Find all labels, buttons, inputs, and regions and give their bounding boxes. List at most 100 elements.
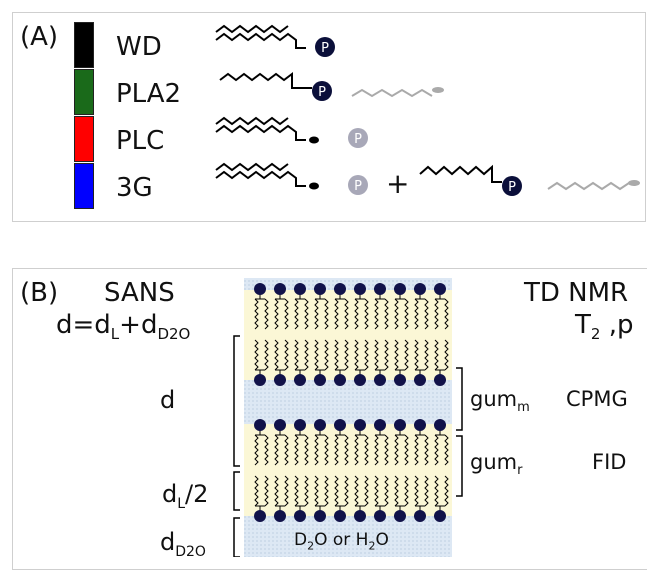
swatch-pla2 [74,69,94,115]
pla2-phosphate-text: P [318,85,326,100]
sans-title: SANS [104,278,175,308]
lower-inner-leaflet-tail-5-1 [364,475,369,507]
lower-inner-leaflet-tail-4-0 [334,475,339,507]
upper-inner-leaflet-headgroup-8 [414,374,426,386]
upper-outer-leaflet-headgroup-1 [274,283,286,295]
3g-free-phosphate [348,175,368,195]
upper-outer-leaflet-tail-3-1 [324,298,329,330]
row-label-3g: 3G [116,173,153,203]
lower-inner-leaflet-tail-3-0 [314,475,319,507]
pla2-free-fatty-acid [351,88,433,98]
upper-inner-leaflet-headgroup-3 [314,374,326,386]
upper-outer-leaflet-headgroup-4 [334,283,346,295]
plc-free-phosphate [348,128,368,148]
upper-outer-leaflet-tail-6-0 [374,298,379,330]
lower-inner-leaflet-tail-6-1 [384,475,389,507]
lower-inner-leaflet-tail-4-1 [344,475,349,507]
label-dl-half: dL/2 [162,480,209,512]
upper-inner-leaflet-tail-4-0 [334,339,339,371]
water-layer-bottom [244,516,452,557]
plc-dag-head [309,136,319,144]
lower-inner-leaflet-headgroup-5 [354,510,366,522]
bracket-gum-r [456,435,463,497]
upper-inner-leaflet-headgroup-9 [434,374,446,386]
upper-inner-leaflet-tail-1-0 [274,339,279,371]
label-dd2o: dD2O [160,528,206,560]
swatch-wd [74,22,94,68]
upper-outer-leaflet-headgroup-8 [414,283,426,295]
wd-lipid-tail1 [215,24,289,34]
lower-outer-leaflet-tail-4-0 [334,434,339,466]
lower-inner-leaflet-headgroup-8 [414,510,426,522]
upper-outer-leaflet-tail-2-0 [294,298,299,330]
upper-outer-leaflet-tail-5-1 [364,298,369,330]
3g-phosphate-text: P [508,180,516,195]
upper-outer-leaflet-tail-5-0 [354,298,359,330]
lower-inner-leaflet-tail-2-1 [304,475,309,507]
upper-inner-leaflet-headgroup-5 [354,374,366,386]
lower-outer-leaflet-tail-2-1 [304,434,309,466]
upper-inner-leaflet-tail-7-0 [394,339,399,371]
pla2-lipid [219,72,312,89]
panel-b-label: (B) [20,278,59,308]
3g-phosphate [502,176,522,196]
lower-outer-leaflet-headgroup-5 [354,419,366,431]
pla2-phosphate [312,81,332,101]
lower-outer-leaflet-tail-5-0 [354,434,359,466]
3g-free-fatty-acid [547,181,630,191]
lower-outer-leaflet-tail-1-0 [274,434,279,466]
lower-inner-leaflet-tail-9-1 [444,475,449,507]
lower-outer-leaflet-tail-3-1 [324,434,329,466]
upper-outer-leaflet-headgroup-3 [314,283,326,295]
label-gum-r: gumr [470,450,523,479]
lower-outer-leaflet-headgroup-9 [434,419,446,431]
upper-outer-leaflet-headgroup-0 [254,283,266,295]
tdnmr-title: TD NMR [524,278,629,308]
lower-inner-leaflet-tail-8-0 [414,475,419,507]
upper-outer-leaflet-tail-8-0 [414,298,419,330]
upper-outer-leaflet-headgroup-6 [374,283,386,295]
upper-inner-leaflet-tail-4-1 [344,339,349,371]
label-d: d [160,386,176,414]
lower-inner-leaflet-tail-1-0 [274,475,279,507]
lower-outer-leaflet-tail-7-0 [394,434,399,466]
water-layer-middle [244,380,452,424]
upper-inner-leaflet-tail-3-1 [324,339,329,371]
3g-lipid-tail1 [215,162,289,172]
bracket-d [233,335,240,467]
3g-free-phosphate-text: P [354,179,362,194]
pla2-free-fatty-acid-head [432,87,444,93]
row-label-plc: PLC [116,126,165,156]
lower-inner-leaflet-tail-6-0 [374,475,379,507]
lower-outer-leaflet-tail-1-1 [284,434,289,466]
upper-inner-leaflet-tail-8-0 [414,339,419,371]
upper-inner-leaflet-tail-6-1 [384,339,389,371]
solvent-label: D2O or H2O [294,530,389,553]
lower-inner-leaflet-headgroup-9 [434,510,446,522]
label-cpmg: CPMG [566,387,628,411]
lower-outer-leaflet-tail-9-0 [434,434,439,466]
panel-b-bilayer-diagram [233,278,463,557]
plc-lipid-tail2 [215,124,306,141]
3g-lipid-tail2 [215,170,306,187]
lower-outer-leaflet-headgroup-7 [394,419,406,431]
t2p-label: T2 ,p [575,310,634,344]
upper-inner-leaflet-tail-2-1 [304,339,309,371]
lower-outer-leaflet-tail-2-0 [294,434,299,466]
lower-outer-leaflet-tail-4-1 [344,434,349,466]
lower-outer-leaflet-tail-6-1 [384,434,389,466]
label-gum-m: gumm [470,387,530,416]
upper-inner-leaflet-tail-0-0 [254,339,259,371]
upper-inner-leaflet-tail-8-1 [424,339,429,371]
bracket-dl-half [233,471,240,511]
lower-inner-leaflet-headgroup-7 [394,510,406,522]
upper-inner-leaflet-tail-1-1 [284,339,289,371]
lower-outer-leaflet-tail-9-1 [444,434,449,466]
upper-outer-leaflet-headgroup-7 [394,283,406,295]
upper-inner-leaflet-headgroup-2 [294,374,306,386]
lipid-layer-upper [244,290,452,380]
upper-outer-leaflet-tail-9-0 [434,298,439,330]
upper-outer-leaflet-tail-0-1 [264,298,269,330]
lower-outer-leaflet-tail-0-1 [264,434,269,466]
